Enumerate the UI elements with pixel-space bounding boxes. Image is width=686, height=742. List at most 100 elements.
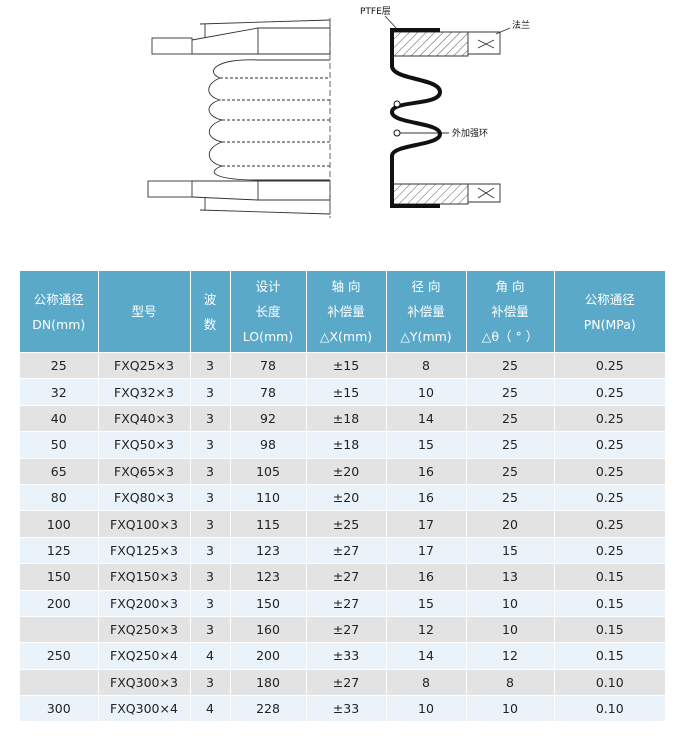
label-reinforcing-ring: 外加强环 xyxy=(452,127,488,139)
table-cell: 12 xyxy=(386,615,467,643)
header-line: 公称通径 xyxy=(33,291,84,307)
table-cell: FXQ300×4 xyxy=(98,695,191,722)
table-cell: 0.25 xyxy=(554,536,665,564)
table-cell: 25 xyxy=(466,457,555,485)
table-cell: 16 xyxy=(386,563,467,591)
table-cell: 13 xyxy=(466,563,555,591)
header-line: 设计 xyxy=(255,279,281,294)
flange-top-right xyxy=(391,31,469,57)
reinforcing-ring-1 xyxy=(393,100,401,108)
table-cell: 0.15 xyxy=(554,589,665,617)
header-line: PN(MPa) xyxy=(583,316,636,332)
table-cell: FXQ250×3 xyxy=(98,615,191,643)
table-cell: 25 xyxy=(466,351,555,379)
table-cell xyxy=(20,615,99,643)
flange-top-left xyxy=(151,37,193,55)
table-cell: ±33 xyxy=(306,642,387,670)
table-cell: 98 xyxy=(230,431,307,459)
table-cell: 0.25 xyxy=(554,457,665,485)
table-cell: 300 xyxy=(20,695,99,722)
table-cell: 15 xyxy=(466,536,555,564)
header-line: 补偿量 xyxy=(491,304,529,319)
header-line: 补偿量 xyxy=(407,304,445,319)
header-line: △X(mm) xyxy=(319,329,373,344)
table-cell: ±33 xyxy=(306,695,387,722)
table-cell: 8 xyxy=(386,351,467,379)
table-cell: 78 xyxy=(230,378,307,406)
header-cell-6: 角 向补偿量 △θ（ ° ） xyxy=(466,271,555,353)
table-cell: 25 xyxy=(20,351,99,379)
table-cell: 3 xyxy=(190,431,231,459)
table-cell: FXQ32×3 xyxy=(98,378,191,406)
table-cell: FXQ250×4 xyxy=(98,642,191,670)
table-cell: FXQ100×3 xyxy=(98,510,191,538)
table-cell: 3 xyxy=(190,483,231,511)
table-cell: 4 xyxy=(190,642,231,670)
table-cell: 3 xyxy=(190,563,231,591)
header-line: 长度 xyxy=(255,304,281,319)
header-line: 角 向 xyxy=(495,279,525,294)
table-cell: 3 xyxy=(190,404,231,432)
table-cell: ±25 xyxy=(306,510,387,538)
table-cell: 12 xyxy=(466,642,555,670)
table-cell: 78 xyxy=(230,351,307,379)
table-cell: ±18 xyxy=(306,404,387,432)
table-cell: ±20 xyxy=(306,457,387,485)
table-cell: ±15 xyxy=(306,378,387,406)
table-cell: 25 xyxy=(466,404,555,432)
table-cell: 105 xyxy=(230,457,307,485)
table-cell: 123 xyxy=(230,536,307,564)
table-cell: 228 xyxy=(230,695,307,722)
table-cell: FXQ65×3 xyxy=(98,457,191,485)
table-cell: 0.10 xyxy=(554,695,665,722)
table-cell: 0.15 xyxy=(554,563,665,591)
table-cell: FXQ125×3 xyxy=(98,536,191,564)
table-cell: ±27 xyxy=(306,536,387,564)
table-cell: 32 xyxy=(20,378,99,406)
table-cell: 3 xyxy=(190,615,231,643)
table-cell: ±18 xyxy=(306,431,387,459)
table-cell: 92 xyxy=(230,404,307,432)
table-cell: 10 xyxy=(386,695,467,722)
header-line: DN(mm) xyxy=(32,316,86,332)
header-line: △θ（ ° ） xyxy=(481,329,539,344)
table-cell: FXQ150×3 xyxy=(98,563,191,591)
table-cell: 150 xyxy=(230,589,307,617)
header-line: 补偿量 xyxy=(327,304,365,319)
table-cell: 3 xyxy=(190,351,231,379)
table-cell: 10 xyxy=(386,378,467,406)
header-cell-2: 波数 xyxy=(190,271,231,353)
table-cell: 15 xyxy=(386,431,467,459)
table-cell: 25 xyxy=(466,431,555,459)
ptfe-liner xyxy=(389,28,443,208)
table-cell: 3 xyxy=(190,457,231,485)
table-cell: 200 xyxy=(230,642,307,670)
table-cell: 160 xyxy=(230,615,307,643)
table-cell: ±20 xyxy=(306,483,387,511)
table-cell: ±15 xyxy=(306,351,387,379)
table-cell: 0.25 xyxy=(554,510,665,538)
table-cell: 0.25 xyxy=(554,404,665,432)
table-cell: 10 xyxy=(466,589,555,617)
flange-bottom-left xyxy=(147,180,193,198)
table-cell: ±27 xyxy=(306,589,387,617)
table-cell: 3 xyxy=(190,668,231,696)
header-cell-4: 轴 向补偿量△X(mm) xyxy=(306,271,387,353)
table-cell: 25 xyxy=(466,378,555,406)
table-cell: 0.25 xyxy=(554,351,665,379)
table-cell: 8 xyxy=(386,668,467,696)
table-cell: 4 xyxy=(190,695,231,722)
table-cell: 200 xyxy=(20,589,99,617)
